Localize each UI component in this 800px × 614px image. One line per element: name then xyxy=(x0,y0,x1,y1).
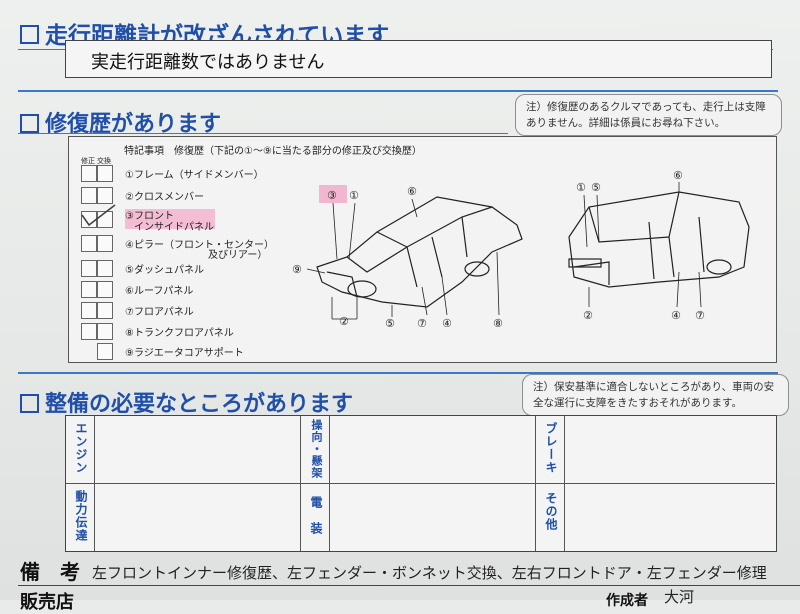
fix-checkbox[interactable] xyxy=(81,187,97,204)
steering-label-cell xyxy=(301,416,330,484)
callout-4: ④ xyxy=(442,317,452,327)
maintenance-section-title: 整備の必要なところがあります xyxy=(20,386,353,418)
remarks-underline xyxy=(18,585,800,586)
repair-item-label-2: 及びリアー） xyxy=(208,250,268,261)
repair-underline xyxy=(18,133,508,134)
fix-checkbox[interactable] xyxy=(81,281,97,298)
fix-checkbox[interactable] xyxy=(81,323,97,340)
col-label-replace: 交換 xyxy=(97,157,111,165)
electrical-label: 電装 xyxy=(309,496,323,548)
van-callout-6: ⑥ xyxy=(673,169,683,182)
remarks-handwriting: 左フロントインナー修復歴、左フェンダー・ボンネット交換、左右フロントドア・左フェ… xyxy=(92,564,767,582)
repair-item-label: ③フロント xyxy=(125,211,174,222)
fix-checkbox[interactable] xyxy=(81,235,97,252)
repair-item: ⑧トランクフロアパネル xyxy=(81,323,321,342)
other-label: その他 xyxy=(544,492,558,531)
repair-item-label: ⑥ルーフパネル xyxy=(125,286,194,297)
replace-checkbox[interactable] xyxy=(97,165,113,182)
replace-checkbox[interactable] xyxy=(97,187,113,204)
steering-label: 操向・懸架 xyxy=(310,419,323,479)
callout-2: ② xyxy=(339,315,349,327)
drivetrain-label: 動力伝達 xyxy=(74,490,88,542)
fix-checkbox[interactable] xyxy=(81,260,97,277)
engine-label-cell xyxy=(66,416,95,484)
repair-header: 特記事項 修復歴（下記の①〜⑨に当たる部分の修正及び交換歴） xyxy=(124,146,422,157)
sedan-diagram: ③ ① ⑥ ⑨ ② ⑤ ⑦ ④ ⑧ xyxy=(292,185,523,327)
author-label: 作成者 xyxy=(606,593,648,609)
repair-checkbox[interactable] xyxy=(20,113,39,133)
van-diagram: ① ⑤ ⑥ ② ④ ⑦ xyxy=(568,169,750,322)
maintenance-grid: エンジン 操向・懸架 ブレーキ 動力伝達 電装 その他 xyxy=(65,415,777,552)
divider-1 xyxy=(18,90,778,92)
replace-checkbox[interactable] xyxy=(97,260,113,277)
repair-note: 注）修復歴のあるクルマであっても、走行上は支障 ありません。詳細は係員にお尋ね下… xyxy=(515,94,782,136)
repair-item-label: ⑤ダッシュパネル xyxy=(125,265,204,276)
other-input-cell[interactable] xyxy=(565,484,775,551)
maintenance-checkbox[interactable] xyxy=(20,393,39,413)
replace-checkbox[interactable] xyxy=(97,281,113,298)
van-callout-1: ① xyxy=(576,181,586,194)
replace-checkbox[interactable] xyxy=(97,235,113,252)
repair-item-label: ①フレーム（サイドメンバー） xyxy=(125,170,264,181)
drivetrain-label-cell xyxy=(66,484,95,551)
brake-input-cell[interactable] xyxy=(565,416,775,484)
brake-label-cell xyxy=(536,416,565,484)
maintenance-note: 注）保安基準に適合しないところがあり、車両の安 全な運行に支障をきたすおそれがあ… xyxy=(522,374,789,416)
remarks-label: 備 考 xyxy=(20,560,80,584)
callout-5: ⑤ xyxy=(385,317,395,327)
fix-checkbox[interactable] xyxy=(81,302,97,319)
van-callout-5: ⑤ xyxy=(591,181,601,194)
van-callout-7: ⑦ xyxy=(695,309,705,322)
other-label-cell xyxy=(536,484,565,551)
repair-item-checked: ③フロント インサイドパネル xyxy=(81,204,321,233)
van-callout-4: ④ xyxy=(671,309,681,322)
callout-9: ⑨ xyxy=(292,263,302,276)
repair-item-label-2: インサイドパネル xyxy=(134,222,214,233)
repair-item-label: ⑨ラジエータコアサポート xyxy=(125,348,244,359)
electrical-label-cell xyxy=(301,484,330,551)
repair-item: ②クロスメンバー xyxy=(81,187,321,206)
repair-item: ⑤ダッシュパネル xyxy=(81,260,321,279)
repair-item-label: ⑦フロアパネル xyxy=(125,307,194,318)
odometer-value-text: 実走行距離数ではありません xyxy=(91,52,325,73)
replace-checkbox[interactable] xyxy=(97,343,113,360)
repair-item: ⑨ラジエータコアサポート xyxy=(81,343,321,362)
author-signature: 大河 xyxy=(664,588,695,606)
electrical-input-cell[interactable] xyxy=(330,484,536,551)
repair-item: ⑥ルーフパネル xyxy=(81,281,321,300)
divider-2 xyxy=(18,372,778,374)
callout-highlight xyxy=(319,185,347,203)
callout-7: ⑦ xyxy=(417,317,427,327)
odometer-checkbox[interactable] xyxy=(20,25,39,44)
dealer-label: 販売店 xyxy=(20,592,74,613)
drivetrain-input-cell[interactable] xyxy=(95,484,301,551)
replace-checkbox[interactable] xyxy=(97,302,113,319)
repair-item-label: ④ピラー（フロント・センター） xyxy=(125,240,274,251)
checkmark-icon xyxy=(81,204,116,227)
repair-item: ⑦フロアパネル xyxy=(81,302,321,321)
repair-section-title: 修復歴があります xyxy=(20,106,221,138)
odometer-value-box: 実走行距離数ではありません xyxy=(65,40,772,78)
repair-detail-frame: 特記事項 修復歴（下記の①〜⑨に当たる部分の修正及び交換歴） 修正 交換 ①フレ… xyxy=(68,136,777,363)
brake-label: ブレーキ xyxy=(544,422,558,474)
steering-input-cell[interactable] xyxy=(330,416,536,484)
callout-8: ⑧ xyxy=(493,317,503,327)
repair-item-label: ⑧トランクフロアパネル xyxy=(125,328,234,339)
engine-label: エンジン xyxy=(74,422,88,474)
repair-item: ①フレーム（サイドメンバー） xyxy=(81,165,321,184)
highlight-mark xyxy=(125,209,215,229)
van-callout-2: ② xyxy=(583,309,593,322)
callout-1: ① xyxy=(349,189,359,202)
replace-checkbox[interactable] xyxy=(97,323,113,340)
engine-input-cell[interactable] xyxy=(95,416,301,484)
callout-6: ⑥ xyxy=(407,185,417,198)
fix-checkbox[interactable] xyxy=(81,165,97,182)
repair-item: ④ピラー（フロント・センター） 及びリアー） xyxy=(81,235,321,261)
col-label-fix: 修正 xyxy=(81,157,95,165)
callout-3: ③ xyxy=(327,189,337,202)
repair-item-label: ②クロスメンバー xyxy=(125,192,204,203)
